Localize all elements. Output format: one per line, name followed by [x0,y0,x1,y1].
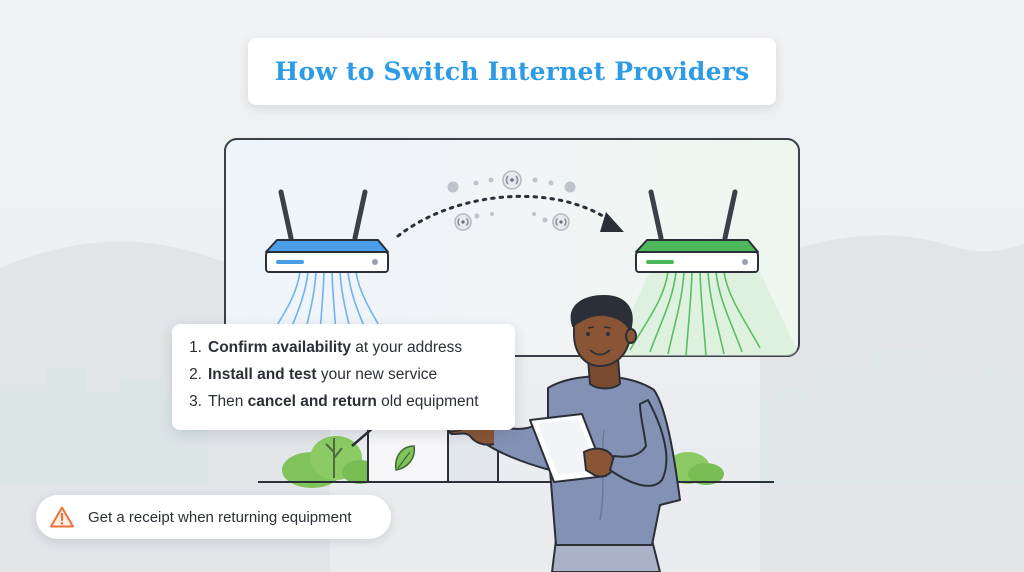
step-number: 1. [189,339,202,356]
person-arm [609,399,668,487]
old-router-icon [265,189,389,273]
steps-list: 1. Confirm availability at your address 2… [172,339,515,420]
new-router-icon [635,189,759,273]
title-card: How to Switch Internet Providers [248,38,776,105]
list-item: 1. Confirm availability at your address [172,339,515,366]
step-prefix: Then [208,393,248,410]
warning-triangle-icon [49,505,75,529]
step-text: at your address [350,339,463,356]
step-text: old equipment [376,393,479,410]
list-item: 3. Then cancel and return old equipment [172,393,515,420]
step-bold-text: cancel and return [247,393,377,410]
step-number: 2. [189,366,202,383]
step-number: 3. [189,393,202,410]
step-bold-text: Confirm availability [208,339,351,356]
page-title: How to Switch Internet Providers [274,57,750,86]
skyline-left [0,368,208,485]
wifi-signal-icon [454,170,570,231]
step-text: your new service [316,366,438,383]
steps-card: 1. Confirm availability at your address 2… [172,324,515,430]
tip-text: Get a receipt when returning equipment [88,508,352,526]
list-item: 2. Install and test your new service [172,366,515,393]
tip-pill: Get a receipt when returning equipment [36,495,391,539]
skyline-right [760,350,1024,485]
tablet-icon [529,413,616,483]
signal-dots [447,177,576,223]
step-bold-text: Install and test [208,366,317,383]
transfer-arrow-icon [396,194,624,238]
